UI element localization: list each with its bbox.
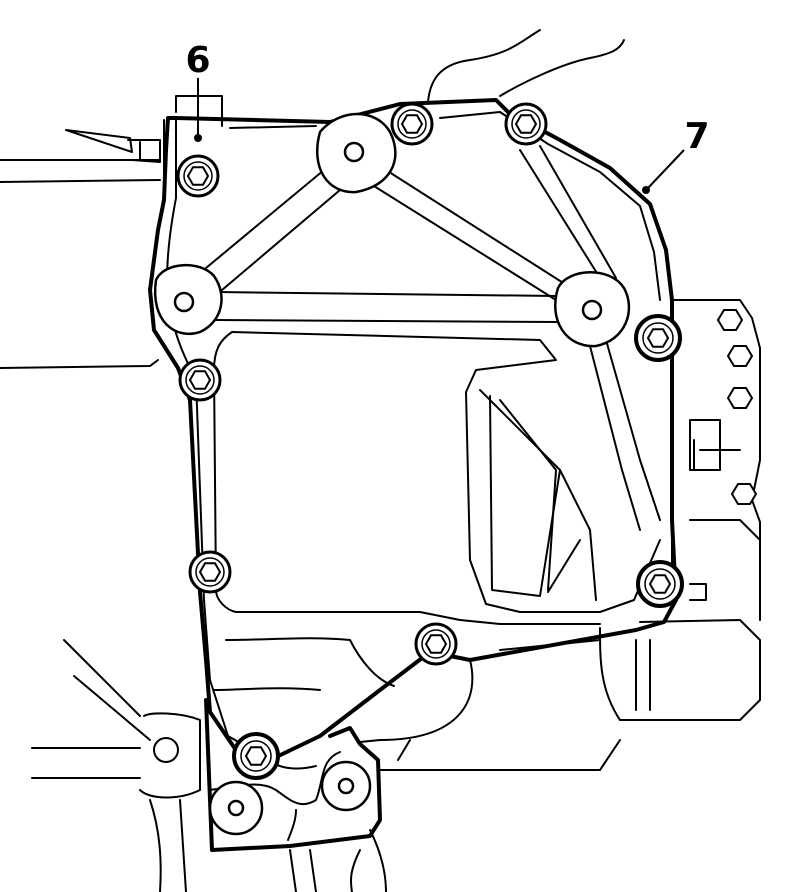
hex-nut-2 (726, 345, 754, 367)
bolt-1 (176, 154, 220, 198)
bolt-9 (232, 732, 280, 780)
bolt-2 (390, 102, 434, 146)
hex-nut-4 (730, 483, 758, 505)
mounting-bosses (153, 112, 631, 836)
bolt-8 (414, 622, 458, 666)
bolt-5 (178, 358, 222, 402)
boss-lower-left (208, 780, 264, 836)
callout-6: 6 (185, 40, 210, 81)
leader-lines (194, 78, 685, 194)
background-hex-nuts (716, 309, 758, 505)
boss-lower-right (320, 760, 372, 812)
cover-bolts (176, 102, 684, 780)
cover-ribs (205, 145, 661, 841)
boss-top (315, 112, 397, 194)
bolt-4 (634, 314, 682, 362)
bolt-3 (504, 102, 548, 146)
cover-inner-edge-top (229, 111, 661, 301)
boss-right (553, 271, 631, 348)
lower-mount-ear (204, 698, 382, 852)
bolt-6 (188, 550, 232, 594)
callout-7: 7 (684, 116, 709, 157)
hex-nut-1 (716, 309, 744, 331)
hex-nut-3 (726, 387, 754, 409)
bolt-7 (636, 560, 684, 608)
boss-left (153, 263, 223, 335)
